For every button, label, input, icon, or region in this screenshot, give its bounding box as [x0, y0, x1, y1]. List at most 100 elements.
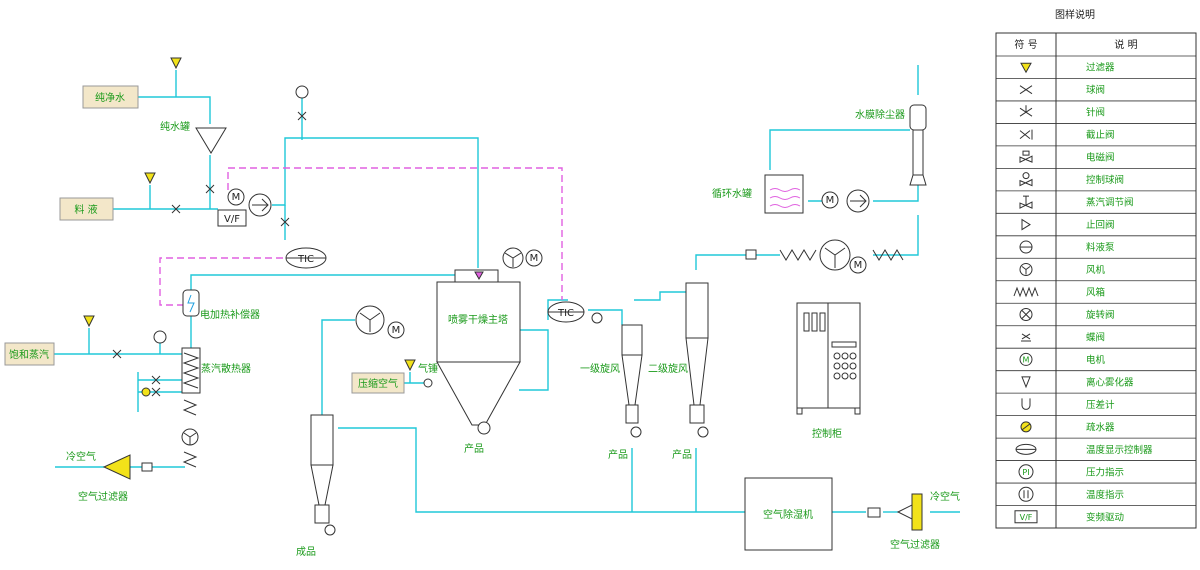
legend-item-text: 疏水器 — [1086, 421, 1115, 433]
valve-icon — [205, 184, 215, 194]
air-dehumidifier-label: 空气除湿机 — [763, 508, 813, 521]
motor-icon — [227, 188, 245, 206]
compressed-air-box — [351, 372, 405, 394]
svg-text:M: M — [826, 195, 835, 206]
air-filter-left-label: 空气过滤器 — [78, 490, 128, 503]
legend-row: 球阀 — [996, 78, 1196, 96]
legend-row: 风机 — [996, 257, 1196, 277]
pressure-indicator-icon — [295, 85, 309, 99]
sight-glass-icon — [141, 387, 151, 397]
feed-pump-icon — [1019, 240, 1033, 254]
left-cyclone — [310, 414, 336, 536]
steam-lines — [159, 167, 563, 306]
vf-icon: V/F — [1014, 510, 1038, 524]
legend-item-text: 压差计 — [1086, 399, 1115, 411]
circulating-tank — [764, 174, 804, 214]
motor-icon: M — [1019, 352, 1033, 366]
pure-water-box — [82, 85, 139, 109]
compressed-air-label: 压缩空气 — [358, 377, 398, 390]
legend-item-text: 止回阀 — [1086, 219, 1115, 231]
ball-valve-icon — [171, 204, 181, 214]
motor-icon — [387, 321, 405, 339]
sight-glass-icon — [1020, 421, 1032, 433]
legend-row: 温度显示控制器 — [996, 437, 1196, 456]
pi-icon: PI — [1018, 464, 1034, 480]
legend-row: 压差计 — [996, 392, 1196, 411]
legend-col-symbol: 符 号 — [1014, 38, 1037, 51]
legend-row: M 电机 — [996, 347, 1196, 366]
air-filter-left — [102, 454, 131, 480]
legend-row: 蝶阀 — [996, 325, 1196, 343]
legend-row: 控制球阀 — [996, 167, 1196, 187]
valve-icon — [151, 387, 161, 397]
svg-text:PI: PI — [1022, 468, 1029, 477]
product-tower-label: 产品 — [464, 442, 484, 455]
legend-row: 旋转阀 — [996, 302, 1196, 321]
cyclone-2-label: 二级旋风 — [648, 362, 688, 375]
legend-item-text: 旋转阀 — [1086, 309, 1115, 321]
butterfly-valve-icon — [1019, 307, 1033, 321]
legend-item-text: 变频驱动 — [1086, 511, 1124, 523]
trap-icon — [1021, 333, 1031, 342]
legend-row: 风箱 — [996, 280, 1196, 299]
legend-item-text: 球阀 — [1086, 84, 1105, 96]
air-duct-icon — [182, 399, 198, 416]
motor-icon — [849, 256, 867, 274]
electric-heater-label: 电加热补偿器 — [200, 308, 260, 321]
legend-item-text: 温度指示 — [1086, 489, 1124, 501]
centrifugal-atomizer-icon — [1021, 376, 1031, 389]
svg-text:M: M — [530, 253, 539, 264]
legend-item-text: 离心雾化器 — [1086, 376, 1134, 388]
cyclone-1-label: 一级旋风 — [580, 362, 620, 375]
filter-icon — [1020, 62, 1032, 74]
water-film-dust-collector — [909, 104, 927, 186]
legend: 图样说明 符 号 说 明 过滤器球阀针阀截止阀电磁阀控制球阀蒸汽调节阀止回阀料液… — [995, 8, 1197, 529]
orifice-icon — [141, 462, 153, 472]
orifice-icon — [867, 507, 881, 518]
check-valve-icon — [1021, 218, 1031, 231]
product-c1-label: 产品 — [608, 448, 628, 461]
svg-text:M: M — [392, 325, 401, 336]
stop-valve-icon — [1019, 129, 1033, 140]
solenoid-valve-icon — [1019, 150, 1033, 163]
pressure-indicator-icon — [153, 330, 167, 344]
air-duct-icon — [779, 249, 817, 261]
legend-item-text: 截止阀 — [1086, 129, 1115, 141]
vf-drive — [217, 209, 247, 227]
svg-text:M: M — [854, 260, 863, 271]
pure-water-tank-label: 纯水罐 — [160, 120, 190, 133]
product-c2-label: 产品 — [672, 448, 692, 461]
steam-regulating-valve-icon — [1019, 195, 1033, 209]
air-hammer-label: 气锤 — [418, 362, 438, 375]
cold-air-left-label: 冷空气 — [66, 450, 96, 463]
filter-icon — [144, 172, 156, 185]
main-tower-label: 喷雾干燥主塔 — [448, 313, 508, 326]
legend-row: 料液泵 — [996, 235, 1196, 254]
valve-icon — [297, 111, 307, 121]
control-ball-valve-icon — [1019, 172, 1033, 187]
legend-item-text: 温度显示控制器 — [1086, 444, 1153, 456]
air-duct-icon — [1013, 286, 1039, 298]
control-cabinet-label: 控制柜 — [812, 427, 842, 440]
legend-row: 止回阀 — [996, 212, 1196, 231]
legend-row: 温度指示 — [996, 482, 1196, 502]
legend-row: 离心雾化器 — [996, 370, 1196, 389]
feed-label: 料 液 — [74, 203, 97, 216]
legend-row: 针阀 — [996, 100, 1196, 119]
air-dehumidifier — [744, 477, 833, 551]
legend-item-text: 电机 — [1086, 354, 1106, 366]
legend-item-text: 电磁阀 — [1086, 152, 1115, 164]
air-duct-icon — [182, 451, 198, 468]
air-filter-right-label: 空气过滤器 — [890, 538, 940, 551]
cold-air-right-label: 冷空气 — [930, 490, 960, 503]
svg-text:V/F: V/F — [1020, 513, 1033, 522]
tic-label: TIC — [297, 254, 314, 265]
svg-text:TIC: TIC — [557, 308, 574, 319]
svg-text:M: M — [1023, 355, 1030, 364]
legend-item-text: 蝶阀 — [1086, 331, 1105, 343]
control-cabinet — [796, 302, 861, 415]
valve-icon — [280, 217, 290, 227]
pure-water-label: 纯净水 — [95, 91, 125, 104]
